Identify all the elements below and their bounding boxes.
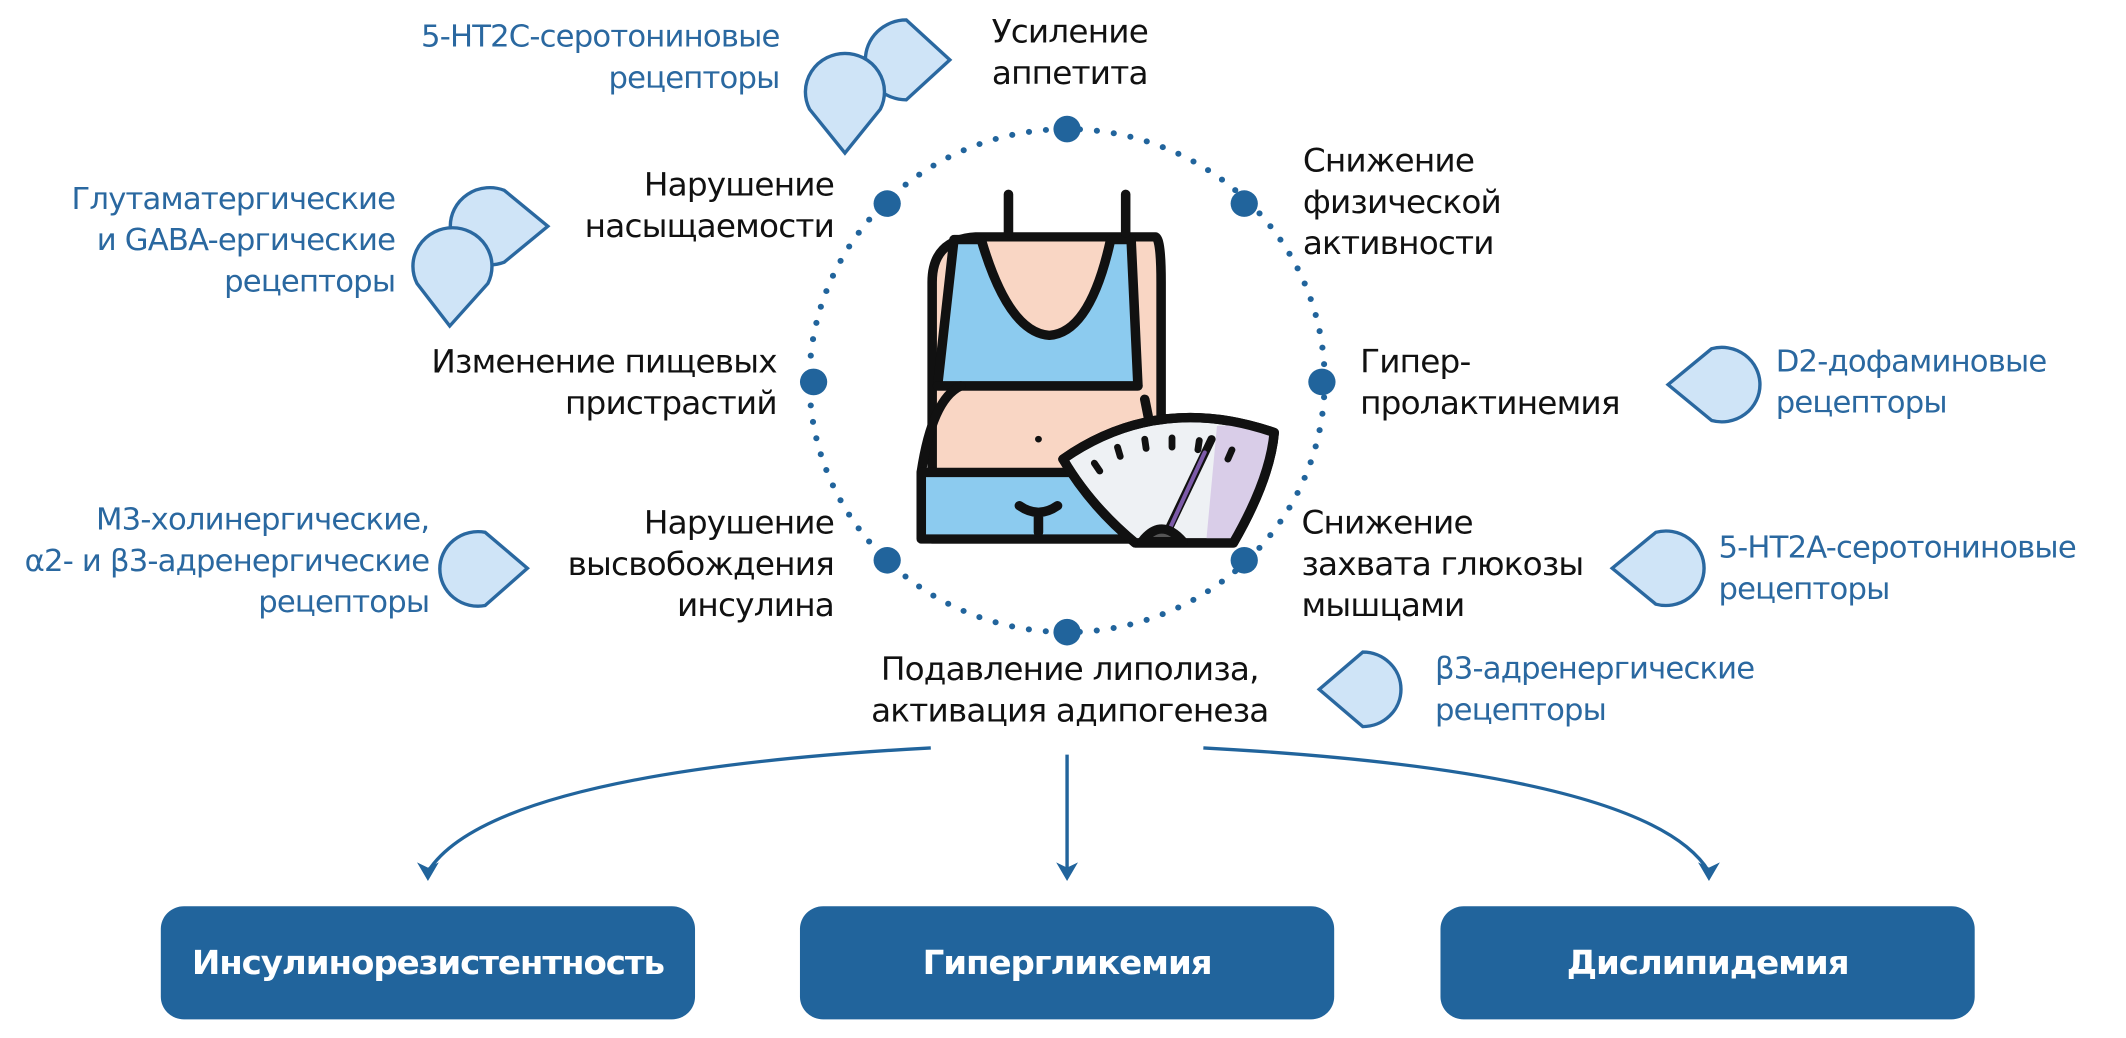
drop-icon bbox=[438, 530, 530, 608]
arrowhead-icon bbox=[417, 862, 439, 881]
drop-icon bbox=[1609, 529, 1706, 608]
effect-line: высвобождения bbox=[567, 545, 835, 583]
node-appetite bbox=[1053, 115, 1081, 143]
effect-line: пристрастий bbox=[564, 384, 778, 422]
effect-line: Снижение bbox=[1302, 142, 1475, 180]
arrow-dyslipidemia bbox=[1203, 746, 1711, 873]
effect-satiety: Нарушение насыщаемости bbox=[545, 165, 835, 248]
effect-food-preferences: Изменение пищевых пристрастий bbox=[368, 342, 777, 425]
node-glucose bbox=[1230, 546, 1258, 574]
effect-line: Гипер- bbox=[1360, 343, 1471, 381]
receptor-glutamate-gaba: Глутаматергические и GABA-ергические рец… bbox=[27, 180, 397, 304]
node-satiety bbox=[873, 190, 901, 217]
node-insulin bbox=[873, 546, 901, 574]
effect-line: Нарушение bbox=[643, 504, 835, 542]
node-food bbox=[799, 368, 828, 396]
effect-line: Изменение пищевых bbox=[431, 343, 777, 381]
arrowhead-icon bbox=[1698, 862, 1720, 881]
effect-insulin-release: Нарушение высвобождения инсулина bbox=[518, 503, 835, 627]
effect-lipolysis: Подавление липолиза, активация адипогене… bbox=[831, 649, 1308, 732]
effect-line: аппетита bbox=[991, 54, 1149, 92]
receptor-line: рецепторы bbox=[608, 61, 780, 96]
receptor-line: 5-HT2C-серотониновые bbox=[421, 19, 780, 55]
outcome-dyslipidemia: Дислипидемия bbox=[1440, 906, 1975, 1020]
effect-line: захвата глюкозы bbox=[1301, 545, 1584, 583]
effect-appetite: Усиление аппетита bbox=[940, 12, 1199, 95]
receptor-line: 5-HT2A-серотониновые bbox=[1718, 530, 2076, 566]
receptor-line: и GABA-ергические bbox=[96, 223, 396, 259]
receptor-d2: D2-дофаминовые рецепторы bbox=[1776, 342, 2117, 425]
effect-line: мышцами bbox=[1301, 586, 1465, 625]
receptor-drops bbox=[411, 18, 1762, 729]
outcome-arrows bbox=[426, 746, 1711, 873]
receptor-line: рецепторы bbox=[1718, 572, 1890, 607]
drop-icon bbox=[1665, 345, 1762, 424]
arrow-heads bbox=[417, 862, 1720, 881]
effect-line: насыщаемости bbox=[584, 207, 835, 245]
outcome-hyperglycemia: Гипергликемия bbox=[799, 906, 1335, 1020]
node-lipolysis bbox=[1053, 618, 1081, 646]
effect-line: физической bbox=[1302, 183, 1502, 221]
arrow-insulin-resistance bbox=[426, 746, 931, 873]
receptor-5ht2a: 5-HT2A-серотониновые рецепторы bbox=[1718, 528, 2125, 611]
effect-line: активация адипогенеза bbox=[871, 692, 1269, 730]
effect-hyperprolactinemia: Гипер- пролактинемия bbox=[1360, 342, 1673, 425]
receptor-line: рецепторы bbox=[258, 585, 430, 621]
effect-physical-activity: Снижение физической активности bbox=[1303, 141, 1603, 265]
receptor-line: рецепторы bbox=[1435, 693, 1607, 728]
drop-icon bbox=[1316, 650, 1403, 729]
receptor-line: Глутаматергические bbox=[71, 182, 397, 217]
effect-line: Нарушение bbox=[643, 166, 835, 204]
node-prolactin bbox=[1308, 368, 1336, 396]
woman-with-scale-icon bbox=[916, 189, 1279, 548]
receptor-line: β3-адренергические bbox=[1435, 652, 1755, 687]
arrowhead-icon bbox=[1056, 862, 1078, 881]
receptor-line: М3-холинергические, bbox=[96, 503, 430, 538]
effect-line: пролактинемия bbox=[1360, 384, 1620, 422]
outcome-insulin-resistance: Инсулинорезистентность bbox=[160, 906, 696, 1020]
node-physical bbox=[1230, 190, 1258, 217]
receptor-m3-adrenergic: М3-холинергические, α2- и β3-адренергиче… bbox=[0, 500, 430, 624]
drop-icon bbox=[411, 226, 494, 329]
effect-line: инсулина bbox=[676, 586, 835, 625]
receptor-line: D2-дофаминовые bbox=[1775, 344, 2048, 380]
receptor-b3: β3-адренергические рецепторы bbox=[1435, 649, 1817, 732]
effect-line: активности bbox=[1302, 224, 1495, 263]
receptor-line: рецепторы bbox=[224, 264, 396, 300]
effect-line: Подавление липолиза, bbox=[880, 650, 1260, 689]
receptor-5ht2c: 5-HT2C-серотониновые рецепторы bbox=[313, 17, 780, 100]
receptor-line: α2- и β3-адренергические bbox=[24, 544, 430, 579]
receptor-line: рецепторы bbox=[1775, 385, 1948, 421]
drop-icon bbox=[803, 51, 887, 156]
ring-nodes bbox=[799, 115, 1336, 646]
effect-line: Снижение bbox=[1301, 504, 1473, 542]
effect-line: Усиление bbox=[991, 13, 1149, 51]
effect-glucose-uptake: Снижение захвата глюкозы мышцами bbox=[1301, 503, 1628, 627]
